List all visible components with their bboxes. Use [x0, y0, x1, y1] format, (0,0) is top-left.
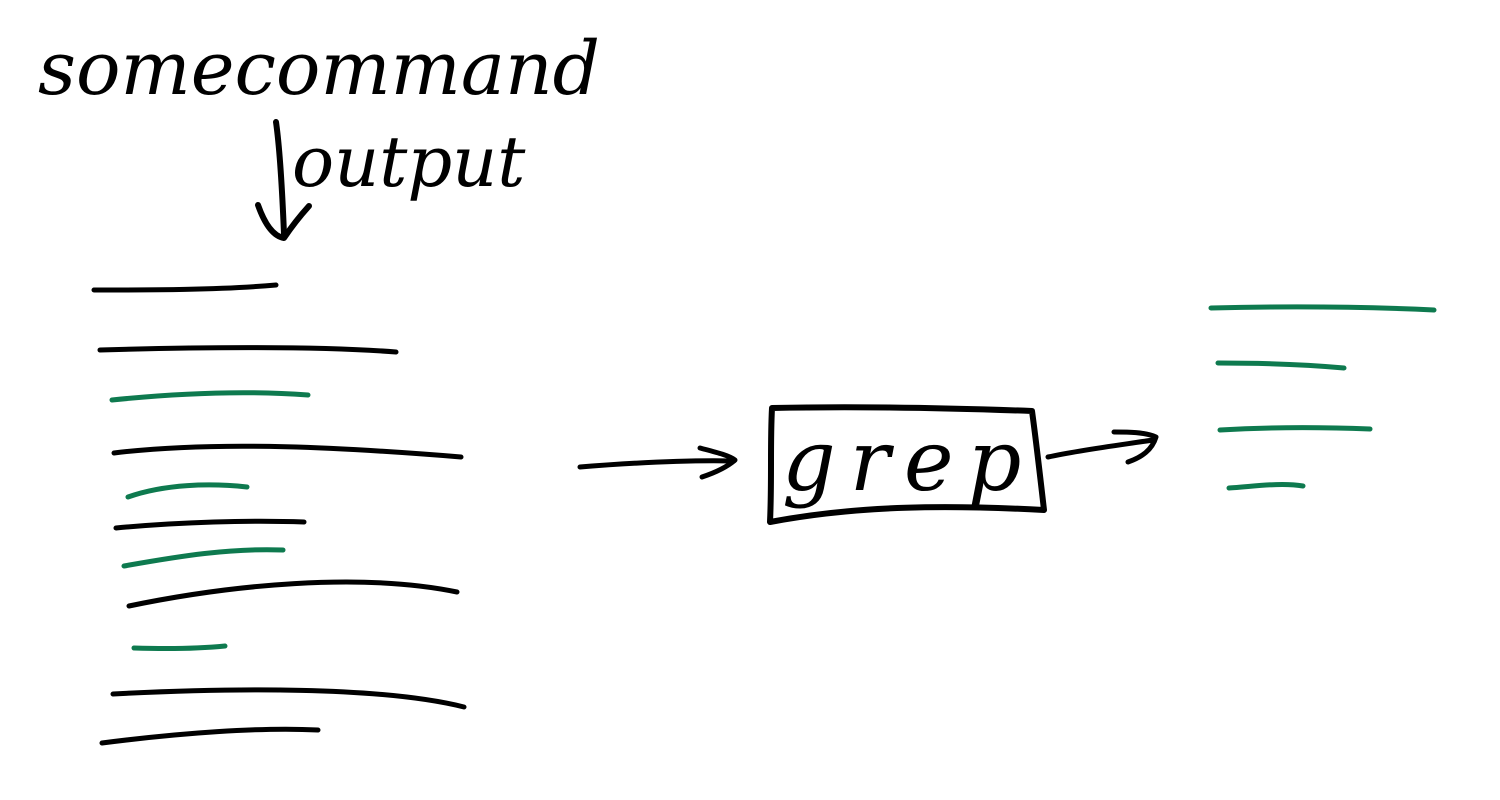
input-line-9 — [131, 643, 228, 652]
input-line-10 — [110, 687, 467, 710]
arrow-into-grep — [577, 458, 737, 470]
grep-label: grep — [782, 412, 1035, 510]
down-arrow-shaft — [273, 119, 287, 237]
input-line-11 — [99, 726, 321, 746]
input-line-4 — [111, 443, 464, 460]
title-somecommand: somecommand — [38, 26, 600, 112]
output-line-3 — [1217, 425, 1373, 433]
input-line-3 — [109, 390, 311, 403]
output-line-1 — [1208, 304, 1437, 313]
output-lines — [1208, 304, 1437, 491]
input-line-6 — [113, 518, 307, 531]
arrow-out-of-grep — [1045, 437, 1156, 460]
input-line-8 — [126, 579, 460, 609]
title-output: output — [292, 121, 526, 203]
arrow-out-of-grep-head — [1111, 429, 1159, 465]
down-arrow-head — [255, 202, 312, 241]
input-line-2 — [97, 345, 399, 355]
grep-box — [767, 404, 1047, 525]
arrow-into-grep-head — [697, 445, 738, 480]
input-line-5 — [125, 482, 250, 500]
output-line-4 — [1226, 482, 1306, 491]
input-line-1 — [91, 282, 279, 293]
input-line-7 — [121, 547, 286, 569]
output-line-2 — [1215, 360, 1347, 371]
input-lines — [91, 282, 467, 746]
